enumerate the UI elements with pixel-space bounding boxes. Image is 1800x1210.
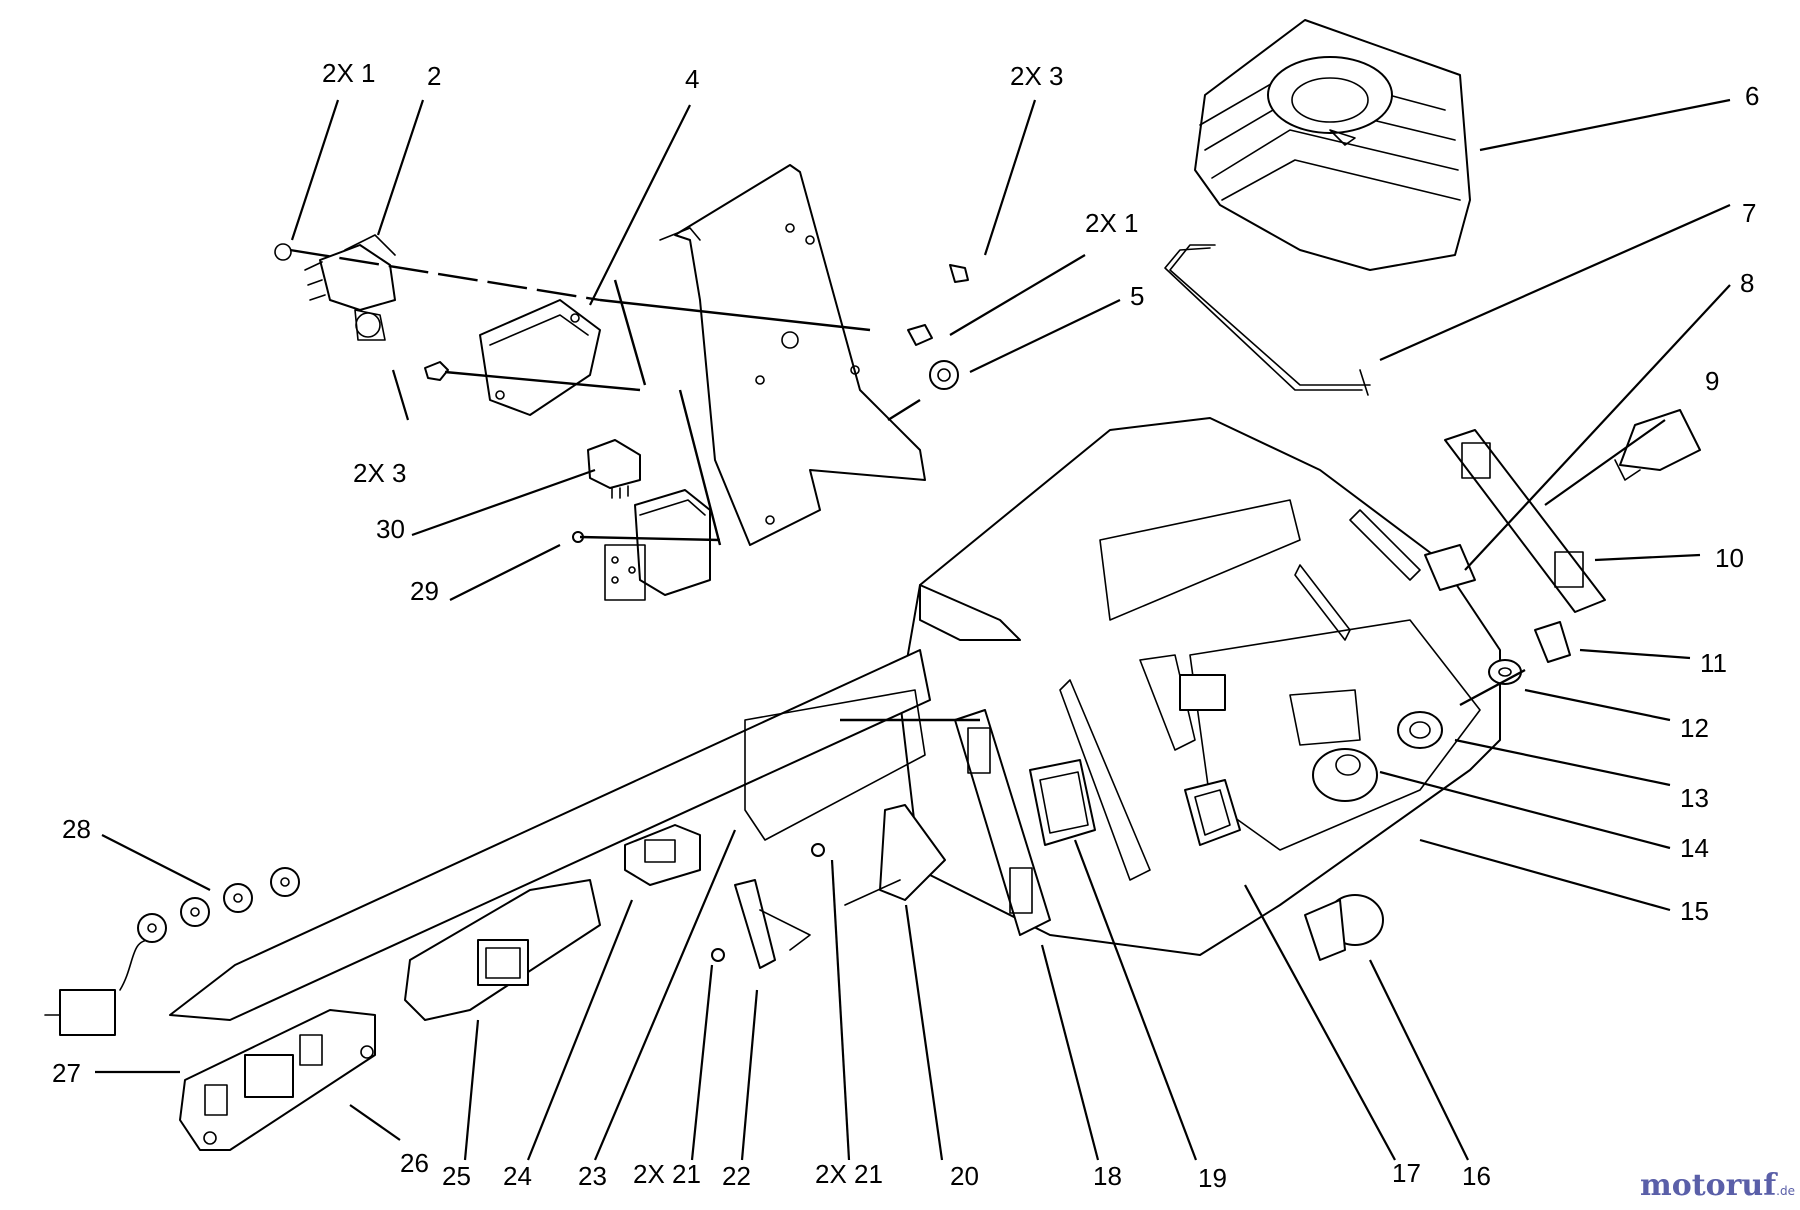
watermark-logo: motoruf.de: [1640, 1168, 1795, 1203]
part-25-bezel: [404, 879, 601, 1021]
callout-2: 2: [427, 61, 441, 91]
callout-11: 11: [1700, 648, 1727, 678]
leader-lines: [95, 98, 1731, 1161]
callout-2x3-left: 2X 3: [353, 458, 407, 488]
part-23-panel: [169, 649, 931, 1021]
part-6-boot: [1194, 19, 1471, 271]
callout-14: 14: [1680, 833, 1709, 863]
callout-10: 10: [1715, 543, 1744, 573]
part-18-switch-strip: [954, 709, 1051, 936]
callout-17: 17: [1392, 1158, 1421, 1188]
callout-5: 5: [1130, 281, 1144, 311]
fasteners: [424, 264, 969, 543]
svg-text:motoruf.de: motoruf.de: [1640, 1168, 1795, 1203]
callout-6: 6: [1745, 81, 1759, 111]
callout-22: 22: [722, 1161, 751, 1191]
callout-28: 28: [62, 814, 91, 844]
mounting-plate: [659, 164, 926, 546]
callout-27: 27: [52, 1058, 81, 1088]
part-29-switch: [604, 489, 711, 601]
part-20-bracket: [811, 804, 946, 906]
callout-2x21-a: 2X 21: [633, 1159, 701, 1189]
callout-2x21-b: 2X 21: [815, 1159, 883, 1189]
part-11-key: [1534, 621, 1571, 663]
callout-18: 18: [1093, 1161, 1122, 1191]
part-10-panel: [1444, 429, 1606, 613]
callout-19: 19: [1198, 1163, 1227, 1193]
part-19-rocker: [1029, 759, 1096, 846]
part-30-relay: [587, 439, 641, 499]
part-28-harness: [44, 867, 300, 1036]
callout-15: 15: [1680, 896, 1709, 926]
callout-12: 12: [1680, 713, 1709, 743]
part-16-cap: [1304, 894, 1384, 961]
callout-2x1-right: 2X 1: [1085, 208, 1139, 238]
part-8-cap: [1424, 544, 1476, 591]
callout-24: 24: [503, 1161, 532, 1191]
callout-30: 30: [376, 514, 405, 544]
callout-4: 4: [685, 64, 699, 94]
part-2-solenoid: [274, 234, 396, 341]
callout-20: 20: [950, 1161, 979, 1191]
part-4-module: [479, 299, 601, 416]
callout-23: 23: [578, 1161, 607, 1191]
callout-16: 16: [1462, 1161, 1491, 1191]
part-7-rod: [1164, 244, 1371, 396]
callout-8: 8: [1740, 268, 1754, 298]
callout-25: 25: [442, 1161, 471, 1191]
callout-29: 29: [410, 576, 439, 606]
part-15-dash-housing: [899, 417, 1501, 956]
callout-7: 7: [1742, 198, 1756, 228]
callout-26: 26: [400, 1148, 429, 1178]
assembly-lines: [289, 248, 1526, 722]
callout-13: 13: [1680, 783, 1709, 813]
part-22-bracket: [711, 879, 811, 969]
callout-2x1-top: 2X 1: [322, 58, 376, 88]
callout-9: 9: [1705, 366, 1719, 396]
callout-2x3-top: 2X 3: [1010, 61, 1064, 91]
callout-labels: 2X 1 2 4 2X 3 6 2X 1 7 5 8 9 2X 3 30 29 …: [52, 58, 1759, 1193]
part-9-knob: [1614, 409, 1701, 481]
part-24-connector: [624, 824, 701, 886]
part-26-plate: [179, 1009, 376, 1151]
